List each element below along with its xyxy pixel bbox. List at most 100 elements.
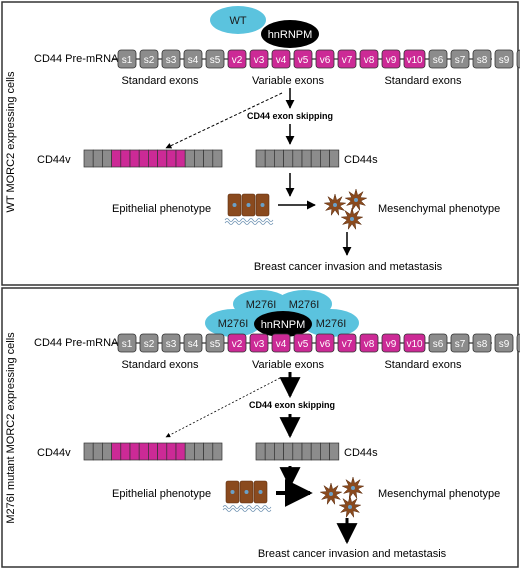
- exon-label: v3: [254, 339, 265, 350]
- exon-label: v10: [406, 55, 423, 66]
- group-label-right: Standard exons: [384, 359, 462, 371]
- side-label: WT MORC2 expressing cells: [5, 71, 17, 212]
- cd44s-label: CD44s: [344, 154, 378, 166]
- standard-segment: [284, 150, 293, 167]
- exon-label: v4: [276, 55, 287, 66]
- standard-segment: [204, 150, 213, 167]
- exon-label: s1: [122, 55, 133, 66]
- morc2-label: WT: [229, 15, 246, 27]
- variable-segment: [176, 443, 185, 460]
- exon-label: s6: [433, 339, 444, 350]
- variable-segment: [139, 150, 148, 167]
- exon-label: s6: [433, 55, 444, 66]
- epithelial-label: Epithelial phenotype: [112, 488, 211, 500]
- exon-label: v5: [298, 55, 309, 66]
- standard-segment: [185, 150, 194, 167]
- cell-nucleus: [259, 490, 263, 494]
- exon-label: v2: [232, 339, 243, 350]
- standard-segment: [274, 443, 283, 460]
- exon-label: s9: [499, 339, 510, 350]
- standard-segment: [284, 443, 293, 460]
- cell-nucleus: [329, 492, 333, 496]
- exon-label: v2: [232, 55, 243, 66]
- standard-segment: [213, 443, 222, 460]
- group-label-middle: Variable exons: [252, 75, 324, 87]
- variable-segment: [121, 443, 130, 460]
- standard-segment: [274, 150, 283, 167]
- exon-label: v10: [406, 339, 423, 350]
- cd44v-label: CD44v: [37, 447, 71, 459]
- exon-label: s7: [455, 339, 466, 350]
- exon-label: v5: [298, 339, 309, 350]
- standard-segment: [84, 443, 93, 460]
- panel-mutant: M276I mutant MORC2 expressing cells M276…: [2, 288, 520, 567]
- exon-label: v3: [254, 55, 265, 66]
- exon-label: v4: [276, 339, 287, 350]
- mesenchymal-label: Mesenchymal phenotype: [378, 203, 500, 215]
- variable-segment: [112, 443, 121, 460]
- cell-nucleus: [350, 217, 354, 221]
- variable-segment: [112, 150, 121, 167]
- variable-segment: [121, 150, 130, 167]
- variable-segment: [130, 443, 139, 460]
- mesenchymal-cells: [324, 189, 367, 229]
- standard-segment: [320, 443, 329, 460]
- premrna-label: CD44 Pre-mRNA: [34, 53, 119, 65]
- panel-wt: WT MORC2 expressing cells WT hnRNPM CD44…: [2, 2, 520, 285]
- exon-label: s8: [477, 55, 488, 66]
- basement-membrane: [225, 222, 273, 225]
- basement-membrane: [223, 506, 271, 509]
- exon-label: s9: [499, 55, 510, 66]
- standard-segment: [320, 150, 329, 167]
- standard-segment: [265, 150, 274, 167]
- exon-label: v9: [386, 55, 397, 66]
- variable-segment: [139, 443, 148, 460]
- hnrnpm-label: hnRNPM: [268, 29, 313, 41]
- standard-segment: [293, 443, 302, 460]
- exon-label: s8: [477, 339, 488, 350]
- exon-label: s1: [122, 339, 133, 350]
- standard-segment: [93, 443, 102, 460]
- cell-nucleus: [354, 198, 358, 202]
- group-label-left: Standard exons: [121, 75, 199, 87]
- exon-label: s3: [166, 55, 177, 66]
- exon-label: v8: [364, 55, 375, 66]
- standard-segment: [256, 150, 265, 167]
- cd44v-label: CD44v: [37, 154, 71, 166]
- group-label-left: Standard exons: [121, 359, 199, 371]
- exon-label: v6: [320, 55, 331, 66]
- standard-segment: [265, 443, 274, 460]
- standard-segment: [194, 150, 203, 167]
- variable-segment: [130, 150, 139, 167]
- standard-segment: [204, 443, 213, 460]
- cell-nucleus: [231, 490, 235, 494]
- exon-label: s2: [144, 55, 155, 66]
- cell-nucleus: [348, 505, 352, 509]
- exon-label: s5: [210, 55, 221, 66]
- exon-label: s4: [188, 55, 199, 66]
- epithelial-label: Epithelial phenotype: [112, 203, 211, 215]
- basement-membrane: [225, 219, 273, 222]
- standard-segment: [102, 150, 111, 167]
- mesenchymal-cells: [320, 477, 364, 517]
- exon-label: s4: [188, 339, 199, 350]
- skipping-label: CD44 exon skipping: [247, 111, 333, 121]
- exon-label: s7: [455, 55, 466, 66]
- morc2-label: M276I: [289, 299, 320, 311]
- morc2-label: M276I: [316, 318, 347, 330]
- cd44s-bar: [256, 443, 339, 460]
- standard-segment: [84, 150, 93, 167]
- standard-segment: [302, 150, 311, 167]
- cell-nucleus: [247, 203, 251, 207]
- standard-segment: [302, 443, 311, 460]
- mesenchymal-label: Mesenchymal phenotype: [378, 488, 500, 500]
- standard-segment: [330, 443, 339, 460]
- standard-segment: [93, 150, 102, 167]
- cell-nucleus: [333, 203, 337, 207]
- hnrnpm-label: hnRNPM: [261, 319, 306, 331]
- exon-label: v9: [386, 339, 397, 350]
- exon-row: s1s2s3s4s5v2v3v4v5v6v7v8v9v10s6s7s8s9s10: [118, 50, 520, 68]
- standard-segment: [185, 443, 194, 460]
